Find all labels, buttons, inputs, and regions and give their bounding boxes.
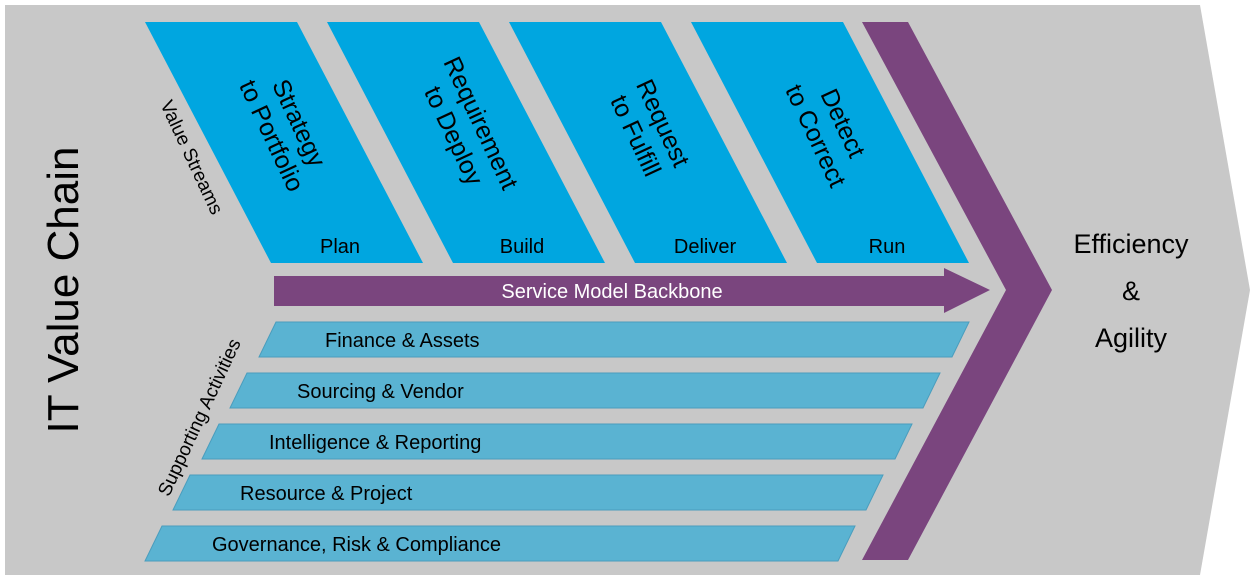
value-stream-shape (145, 22, 423, 263)
supporting-activity-governance: Governance, Risk & Compliance (144, 525, 856, 562)
value-stream-shape (327, 22, 605, 263)
backbone-label: Service Model Backbone (501, 281, 722, 303)
backbone-arrow (274, 268, 990, 313)
activity-bar (229, 372, 941, 409)
value-stream-phase: Run (869, 236, 906, 258)
value-stream-plan: Strategy to Portfolio Plan (145, 22, 423, 263)
value-stream-shape (691, 22, 969, 263)
chain-title: IT Value Chain (39, 147, 88, 434)
supporting-activity-sourcing: Sourcing & Vendor (229, 372, 941, 409)
service-model-backbone: Service Model Backbone (274, 268, 990, 313)
value-stream-deliver: Request to Fulfill Deliver (509, 22, 787, 263)
outcome: Efficiency & Agility (1073, 229, 1189, 353)
supporting-activity-resource: Resource & Project (172, 474, 884, 511)
activity-label: Resource & Project (240, 483, 413, 505)
outcome-line3: Agility (1095, 323, 1168, 353)
value-stream-phase: Deliver (674, 236, 737, 258)
value-stream-run: Detect to Correct Run (691, 22, 969, 263)
value-stream-shape (509, 22, 787, 263)
value-stream-phase: Plan (320, 236, 360, 258)
outcome-line2: & (1122, 276, 1140, 306)
value-chain-chevron (862, 22, 1052, 560)
activity-label: Governance, Risk & Compliance (212, 534, 501, 556)
activity-label: Intelligence & Reporting (269, 432, 481, 454)
activity-label: Sourcing & Vendor (297, 381, 464, 403)
activity-bar (258, 321, 970, 358)
activity-bar (172, 474, 884, 511)
activity-bar (144, 525, 856, 562)
activity-label: Finance & Assets (325, 330, 480, 352)
outcome-line1: Efficiency (1073, 229, 1189, 259)
activity-bar (201, 423, 913, 460)
supporting-activity-intelligence: Intelligence & Reporting (201, 423, 913, 460)
supporting-activity-finance: Finance & Assets (258, 321, 970, 358)
value-stream-phase: Build (500, 236, 544, 258)
